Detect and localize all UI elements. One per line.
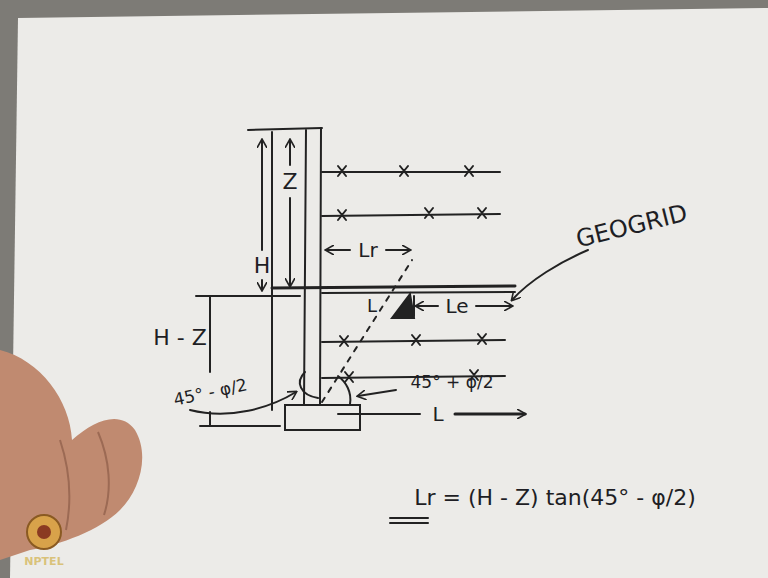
dimension-label: L — [432, 403, 443, 425]
dimension-label: H - Z — [153, 326, 207, 350]
dimension-label: Z — [282, 170, 297, 194]
logo-text: NPTEL — [24, 556, 63, 568]
dimension-label: Lr — [358, 239, 377, 261]
angle-label: 45° + φ/2 — [411, 373, 494, 392]
dimension-label: L — [367, 296, 377, 316]
dimension-label: Le — [445, 295, 468, 317]
dimension-label: H — [254, 254, 271, 278]
formula: Lr = (H - Z) tan(45° - φ/2) — [414, 486, 695, 510]
